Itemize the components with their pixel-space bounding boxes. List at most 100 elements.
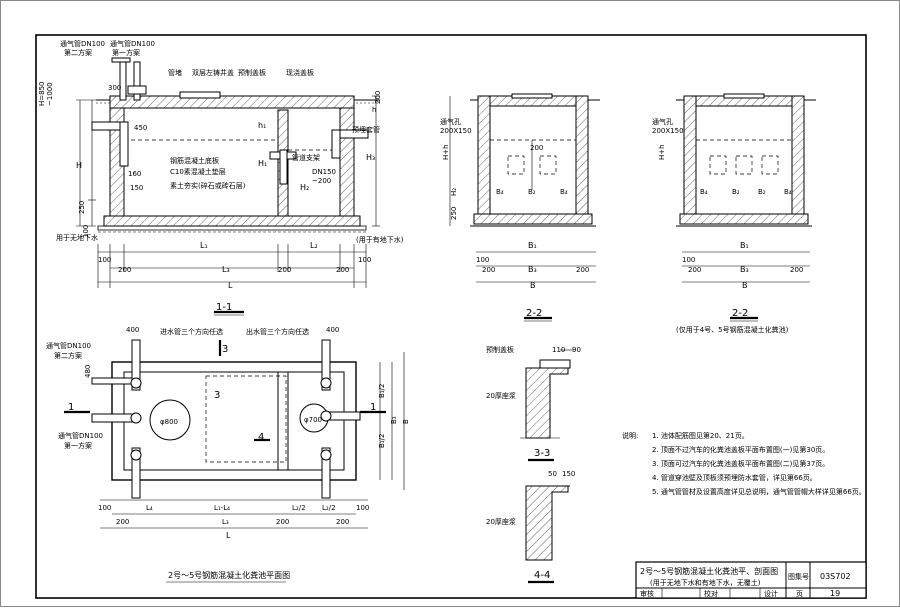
dim-150: 150 <box>130 184 143 192</box>
plan-d200-2: 200 <box>276 518 289 526</box>
b1-label-b: B₁ <box>740 241 749 250</box>
section-2-2-b-labels: 通气孔 200X150 H+h B₄ B₂ B₂ B₄ B₁ 100 200 B… <box>652 117 803 334</box>
h850-label: H=850 <box>38 82 46 107</box>
b4-label-2: B₄ <box>560 188 568 196</box>
vent-size-label: 200X150 <box>440 127 472 135</box>
title-block <box>635 561 867 599</box>
dim-L1: L₁ <box>200 241 208 250</box>
review-label: 审核 <box>640 589 654 598</box>
support-label: 管道支架 <box>292 153 320 162</box>
hh-label: H+h <box>442 144 450 160</box>
dim-250: 250 <box>78 201 86 214</box>
plan-vent-dn100-1: 通气管DN100 <box>58 431 103 440</box>
vent-dn100-scheme1-label: 通气管DN100 <box>110 39 155 48</box>
page-no: 19 <box>830 589 840 598</box>
c10-label: C10素混凝土垫层 <box>170 167 226 176</box>
dn150-value: ~200 <box>312 177 331 185</box>
dim-H1: H₁ <box>258 159 267 168</box>
plan-d200-1: 200 <box>116 518 129 526</box>
plan-l1-l4: L₁-L₄ <box>214 504 230 512</box>
plan-sec1-right: 1 <box>370 402 376 413</box>
page-label: 页 <box>796 590 803 598</box>
check-label: 校对 <box>704 589 718 598</box>
detail-mortar4: 20厚座浆 <box>486 517 516 526</box>
b2-label-b2: B₂ <box>758 188 766 196</box>
plan-d100-l: 100 <box>98 504 111 512</box>
scheme2-label: 第二方案 <box>64 48 92 57</box>
dim-L2: L₂ <box>310 241 318 250</box>
b4-label-b2: B₄ <box>784 188 792 196</box>
atlas-no: 03S702 <box>820 572 851 581</box>
scheme1-label: 第一方案 <box>112 48 140 57</box>
detail-d110: 110 <box>552 346 565 354</box>
double-cover-label: 双层左铸井盖 <box>192 68 234 77</box>
detail-d90: 90 <box>572 346 581 354</box>
plan-d100-r: 100 <box>356 504 369 512</box>
plan-scheme2: 第二方案 <box>54 351 82 360</box>
plan-sec3-top: 3 <box>222 344 228 355</box>
dim-450: 450 <box>134 124 147 132</box>
section-1-1 <box>76 57 380 316</box>
dim-H: H <box>76 161 82 170</box>
section-2-2b-note: (仅用于4号、5号钢筋混凝土化粪池) <box>676 325 789 334</box>
soil-label: 素土夯实(碎石或砖石层) <box>170 181 246 190</box>
note-4: 4. 管道穿池壁及顶板须预埋防水套管，详见第66页。 <box>652 473 817 482</box>
d100-label-b: 100 <box>682 256 695 264</box>
plan-b1-2b: B₁/2 <box>378 434 386 448</box>
with-groundwater-label: (用于有地下水) <box>356 235 404 244</box>
detail-3-3 <box>520 349 574 462</box>
dim-H2: H₂ <box>300 183 309 192</box>
detail-3-3-title: 3-3 <box>534 448 550 459</box>
drawing-title: 2号～5号钢筋混凝土化粪池平、剖面图 <box>640 566 778 576</box>
dim-H3: H₃ <box>366 153 375 162</box>
vent-hole-label-b: 通气孔 <box>652 117 673 126</box>
detail-4-4 <box>525 485 570 584</box>
section-2-2-a-labels: 通气孔 200X150 H+h H₂ 250 B₄ B₂ B₄ 200 B₁ 1… <box>440 117 589 319</box>
plan-sec1-left: 1 <box>68 402 74 413</box>
atlas-label: 图集号 <box>788 572 809 581</box>
d200-label-a: 200 <box>482 266 495 274</box>
plan-b3: B₃ <box>390 416 398 424</box>
plan-d480: 480 <box>84 365 92 378</box>
h850b-label: ~1000 <box>46 82 54 106</box>
dim-100-left: 100 <box>82 225 90 238</box>
hh-label-b: H+h <box>658 144 666 160</box>
inner-frame <box>35 34 867 599</box>
plan-b1-2: B₁/2 <box>378 384 386 398</box>
section-2-2b-title: 2-2 <box>732 308 748 319</box>
plan-title: 2号～5号钢筋混凝土化粪池平面图 <box>168 570 290 580</box>
detail-mortar3: 20厚座浆 <box>486 391 516 400</box>
dim-L3: L₃ <box>222 265 230 274</box>
plan-l4: L₄ <box>146 504 153 512</box>
d100-label-a: 100 <box>476 256 489 264</box>
vent-hole-label: 通气孔 <box>440 117 461 126</box>
detail-d150: 150 <box>562 470 575 478</box>
section-2-2-b <box>676 93 816 322</box>
plan-vent-dn100-2: 通气管DN100 <box>46 341 91 350</box>
no-groundwater-label: 用于无地下水 <box>56 233 98 242</box>
embedded-sleeve-label: 预埋套管 <box>352 125 380 134</box>
d200-label-b: 200 <box>576 266 589 274</box>
plan-sec4: 4 <box>258 432 264 443</box>
d200-label: 200 <box>530 144 543 152</box>
section-2-2-a <box>214 93 600 322</box>
dim-h1: h₁ <box>258 121 266 130</box>
d200-label-d: 200 <box>790 266 803 274</box>
design-label: 设计 <box>764 589 778 598</box>
plan-b: B <box>402 419 410 424</box>
dim-200-right: 200 <box>374 91 382 104</box>
b2-label-b1: B₂ <box>732 188 740 196</box>
detail-precast: 预制盖板 <box>486 345 514 354</box>
detail-labels: 预制盖板 110 90 20厚座浆 3-3 50 150 20厚座浆 4-4 <box>486 345 581 581</box>
title-block-labels: 2号～5号钢筋混凝土化粪池平、剖面图 (用于无地下水和有地下水，无覆土) 图集号… <box>640 566 851 598</box>
b3-label-b: B₃ <box>740 265 749 274</box>
notes-block: 说明: 1. 池体配筋图见第20、21页。 2. 顶面不过汽车的化粪池盖板平面布… <box>622 431 866 496</box>
plan-sec3-mid: 3 <box>214 390 220 401</box>
b-label-b: B <box>742 281 748 290</box>
dim-200-b1: 200 <box>118 266 131 274</box>
plan-d200-3: 200 <box>336 518 349 526</box>
note-1: 1. 池体配筋图见第20、21页。 <box>652 431 749 440</box>
section-1-1-title: 1-1 <box>216 302 232 313</box>
